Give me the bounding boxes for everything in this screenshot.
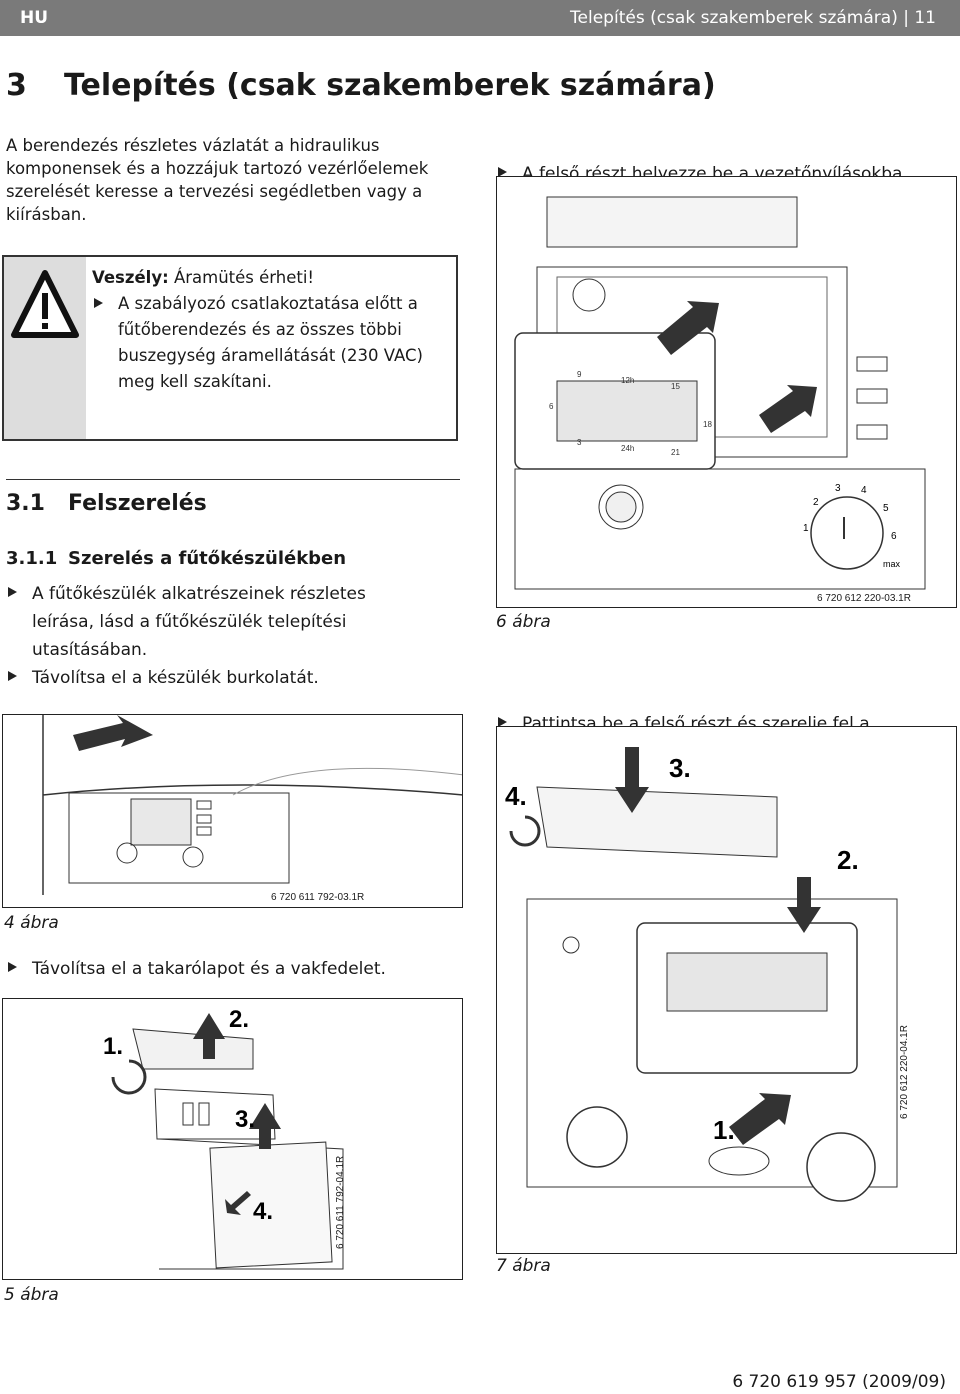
warning-icon-column [4, 257, 86, 439]
figure-4-id: 6 720 611 792-03.1R [271, 892, 365, 903]
warning-instruction: A szabályozó csatlakoztatása előtt a fűt… [92, 291, 442, 395]
svg-text:24h: 24h [621, 444, 634, 453]
lift-arrow-icon [193, 1013, 225, 1059]
chapter-number: 3 [6, 68, 27, 103]
intro-text: A berendezés részletes vázlatát a hidrau… [6, 136, 429, 224]
svg-text:3.: 3. [669, 753, 691, 783]
svg-text:3: 3 [577, 438, 582, 447]
subsection-heading: 3.1.1 Szerelés a fűtőkészülékben [6, 548, 346, 569]
svg-text:5: 5 [883, 503, 889, 514]
svg-text:3.: 3. [235, 1106, 255, 1133]
language-code: HU [20, 8, 49, 28]
svg-text:9: 9 [577, 370, 582, 379]
figure-7-caption: 7 ábra [496, 1256, 551, 1276]
svg-text:4: 4 [861, 485, 867, 496]
controller-insertion-illustration: 9 12h 15 6 18 3 24h 21 1 2 3 4 5 6 max [514, 196, 926, 590]
step-item: Távolítsa el a készülék burkolatát. [6, 664, 426, 692]
svg-text:1: 1 [803, 523, 809, 534]
svg-text:1.: 1. [103, 1033, 123, 1060]
boiler-front-illustration [42, 715, 462, 895]
header-title: Telepítés (csak szakemberek számára) | 1… [570, 8, 936, 28]
svg-text:12h: 12h [621, 376, 634, 385]
figure-4: 6 720 611 792-03.1R [2, 714, 463, 908]
figure-5-id: 6 720 611 792-04.1R [335, 1155, 346, 1249]
remove-cover-arrow-icon [73, 715, 153, 751]
svg-text:1.: 1. [713, 1115, 735, 1145]
steps-left: A fűtőkészülék alkatrészeinek részletes … [6, 580, 426, 692]
pull-arrow-icon [225, 1191, 251, 1215]
svg-text:4.: 4. [253, 1198, 273, 1225]
push-arrow-icon [249, 1103, 281, 1149]
controller-mounting-illustration: 4. 3. 2. 1. [505, 747, 898, 1202]
clock-dial: 9 12h 15 6 18 3 24h 21 [549, 370, 712, 457]
subsection-number: 3.1.1 [6, 548, 58, 569]
warning-box: Veszély: Áramütés érheti! A szabályozó c… [2, 255, 458, 441]
step-remove-cover-plate: Távolítsa el a takarólapot és a vakfedel… [6, 955, 472, 983]
figure-6-caption: 6 ábra [496, 612, 551, 632]
warning-label: Veszély: [92, 268, 169, 287]
subsection-title: Szerelés a fűtőkészülékben [68, 548, 347, 569]
page-header: HU Telepítés (csak szakemberek számára) … [0, 0, 960, 36]
section-title: Felszerelés [68, 491, 207, 516]
svg-text:4.: 4. [505, 781, 527, 811]
warning-message: Áramütés érheti! [173, 268, 315, 287]
svg-text:3: 3 [835, 483, 841, 494]
section-number: 3.1 [6, 491, 45, 516]
svg-text:2.: 2. [229, 1006, 249, 1033]
svg-text:18: 18 [703, 420, 712, 429]
svg-text:2: 2 [813, 497, 819, 508]
footer-document-number: 6 720 619 957 (2009/09) [732, 1372, 946, 1392]
figure-5-caption: 5 ábra [4, 1285, 59, 1305]
svg-text:6: 6 [549, 402, 554, 411]
figure-7: 4. 3. 2. 1. 6 720 612 220-04.1R [496, 726, 957, 1254]
step-item: A fűtőkészülék alkatrészeinek részletes … [6, 580, 426, 664]
remove-cover-illustration: 1. 2. 3. 4. [103, 1006, 344, 1270]
svg-text:21: 21 [671, 448, 680, 457]
temperature-dial: 1 2 3 4 5 6 max [803, 483, 901, 570]
figure-7-id: 6 720 612 220-04.1R [899, 1025, 910, 1119]
svg-text:max: max [883, 559, 901, 569]
section-heading: 3.1 Felszerelés [6, 491, 207, 516]
chapter-heading: 3 Telepítés (csak szakemberek számára) [6, 68, 716, 103]
figure-5: 1. 2. 3. 4. 6 720 611 792-04.1R [2, 998, 463, 1280]
svg-text:2.: 2. [837, 845, 859, 875]
section-divider [6, 479, 460, 480]
chapter-title: Telepítés (csak szakemberek számára) [64, 68, 716, 103]
warning-triangle-icon [11, 270, 79, 338]
figure-6: 9 12h 15 6 18 3 24h 21 1 2 3 4 5 6 max 6… [496, 176, 957, 608]
figure-4-caption: 4 ábra [4, 913, 59, 933]
svg-text:6: 6 [891, 531, 897, 542]
svg-text:15: 15 [671, 382, 680, 391]
warning-text: Veszély: Áramütés érheti! A szabályozó c… [92, 265, 442, 395]
figure-6-id: 6 720 612 220-03.1R [817, 593, 911, 604]
